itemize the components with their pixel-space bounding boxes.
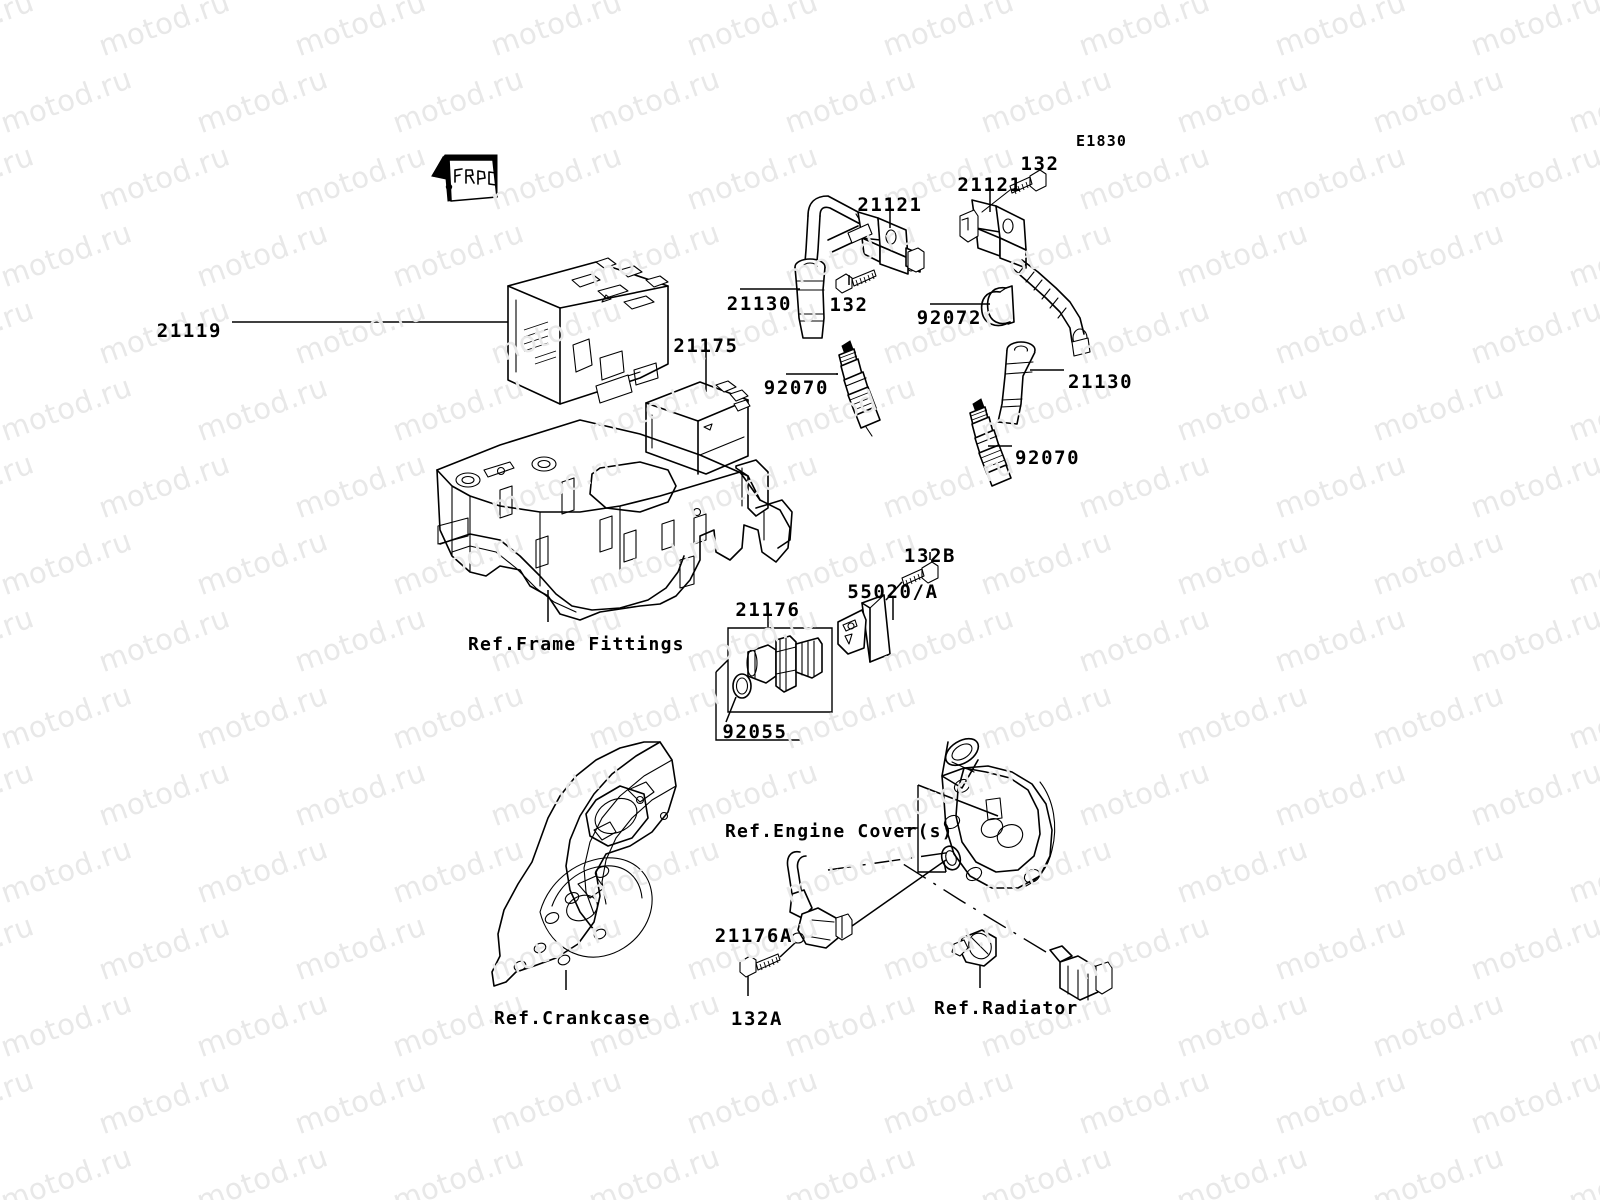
bolt-left-part [835,269,877,294]
engine-cover-reference [904,737,1056,889]
part-label-relay-box: 21175 [673,335,739,357]
leader-lines [232,187,1064,622]
clamp-part [980,285,1015,327]
plug-cap-right [997,341,1036,425]
part-label-bolt-left: 132 [829,294,869,316]
relay-box-part [645,380,751,475]
frame-fittings-tray [436,419,793,621]
part-label-ecu: 21119 [156,320,222,342]
part-label-cam-sensor: 21176A [714,925,793,947]
cam-sensor-part [739,850,953,996]
guard-part [837,552,939,663]
part-label-bolt-cam: 132A [730,1008,784,1030]
part-label-crank-sensor: 21176 [735,599,801,621]
crank-sensor-group [715,612,833,741]
front-arrow-icon [431,154,498,202]
bolt-right-part [981,169,1047,213]
crankcase-reference [491,741,677,990]
reference-label-radiator: Ref.Radiator [934,998,1079,1019]
part-label-coil-left: 21121 [857,194,923,216]
reference-label-frame-fittings: Ref.Frame Fittings [468,634,685,655]
spark-plug-right [969,398,1012,487]
part-label-plug-cap-right: 21130 [1068,371,1134,393]
ignition-coil-right [959,169,1091,357]
plug-cap-left [794,258,826,339]
part-label-bolt-right: 132 [1020,153,1060,175]
part-label-bolt-guard: 132B [903,545,957,567]
ignition-coil-left [803,195,925,294]
reference-label-engine-covers: Ref.Engine Cover(s) [725,821,954,842]
part-label-coil-right: 21121 [957,174,1023,196]
reference-label-crankcase: Ref.Crankcase [494,1008,651,1029]
radiator-sensor-part [899,861,1113,1001]
part-label-spark-plug-left: 92070 [763,377,829,399]
part-label-o-ring-sensor: 92055 [722,721,788,743]
part-label-clamp: 92072 [916,307,982,329]
diagram-code: E1830 [1076,132,1128,150]
part-label-spark-plug-right: 92070 [1015,447,1081,469]
part-label-plug-cap-left: 21130 [726,293,792,315]
ecu-part [507,257,669,405]
spark-plug-left [838,340,881,437]
part-label-guard: 55020/A [847,581,939,603]
